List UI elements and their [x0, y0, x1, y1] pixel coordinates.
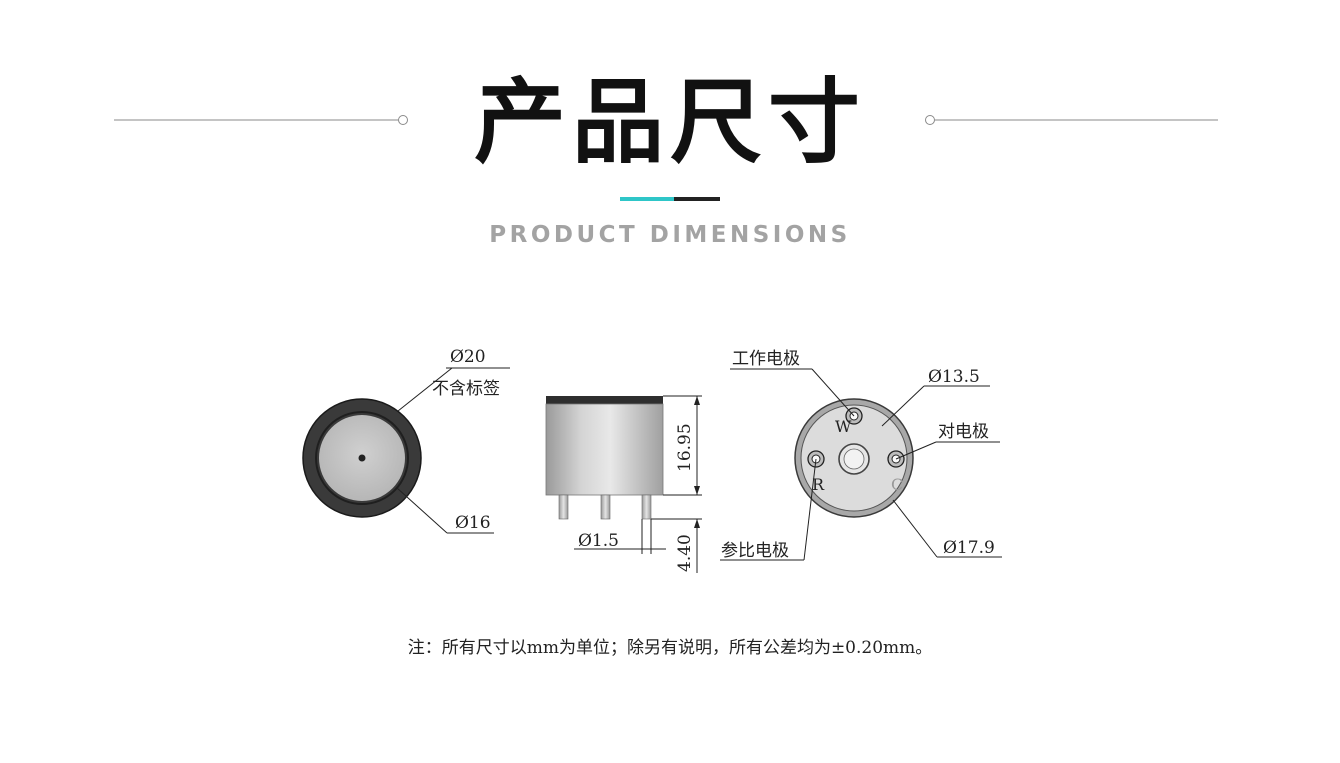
front-inner-diameter-label: Ø16 [455, 513, 491, 533]
page-title: 产品尺寸 [473, 69, 866, 176]
pin-w-letter: W [835, 417, 852, 436]
side-pin-length-label: 4.40 [675, 534, 695, 572]
working-electrode-label: 工作电极 [732, 349, 800, 369]
base-diameter-label: Ø17.9 [943, 538, 995, 558]
side-pin-diameter-label: Ø1.5 [578, 531, 619, 551]
front-view: Ø20 不含标签 Ø16 [302, 347, 510, 534]
pin-circle-diameter-label: Ø13.5 [928, 367, 980, 387]
front-outer-diameter-label: Ø20 [450, 347, 486, 367]
reference-electrode-label: 参比电极 [721, 541, 789, 561]
side-height-label: 16.95 [675, 423, 695, 472]
accent-bar-dark [674, 197, 720, 201]
side-view: 16.95 4.40 Ø1.5 [545, 395, 702, 573]
pin-r-letter: R [812, 475, 825, 494]
tolerance-note: 注：所有尺寸以mm为单位；除另有说明，所有公差均为±0.20mm。 [407, 638, 933, 658]
counter-electrode-label: 对电极 [938, 422, 989, 442]
accent-bar-teal [620, 197, 674, 201]
front-label-note: 不含标签 [432, 379, 500, 399]
header-decoration [114, 115, 1218, 201]
pin-c-letter: C [891, 475, 903, 494]
page-subtitle: PRODUCT DIMENSIONS [489, 222, 851, 248]
bottom-view: W R C 工作电极 Ø13.5 对电极 参比电极 Ø17.9 [720, 349, 1002, 561]
